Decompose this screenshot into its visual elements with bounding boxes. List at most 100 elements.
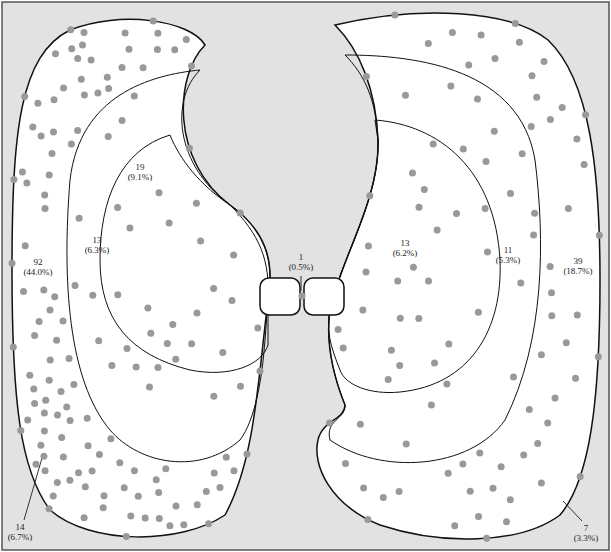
nodule-dot [75,469,82,476]
nodule-dot [154,46,161,53]
nodule-dot [40,453,47,460]
nodule-dot [257,368,264,375]
nodule-dot [154,30,161,37]
nodule-dot [237,210,244,217]
nodule-dot [58,434,65,441]
leader-line [24,458,42,520]
nodule-dot [131,467,138,474]
nodule-dot [366,192,373,199]
nodule-dot [396,488,403,495]
nodule-dot [205,520,212,527]
nodule-dot [397,315,404,322]
nodule-dot [20,288,27,295]
nodule-dot [517,280,524,287]
nodule-dot [365,243,372,250]
nodule-dot [431,360,438,367]
nodule-dot [171,46,178,53]
nodule-dot [169,321,176,328]
nodule-dot [89,292,96,299]
nodule-dot [402,92,409,99]
nodule-dot [68,141,75,148]
nodule-dot [565,205,572,212]
right-lung-outline [317,13,600,539]
nodule-dot [548,289,555,296]
nodule-dot [49,150,56,157]
nodule-dot [40,287,47,294]
nodule-dot [116,459,123,466]
nodule-dot [54,412,61,419]
nodule-dot [526,406,533,413]
nodule-dot [133,364,140,371]
nodule-dot [162,465,169,472]
nodule-dot [548,312,555,319]
nodule-dot [478,31,485,38]
nodule-dot [36,318,43,325]
nodule-dot [29,123,36,130]
nodule-dot [58,388,65,395]
nodule-dot [123,533,130,540]
nodule-dot [453,210,460,217]
bronchus-right [304,278,344,315]
nodule-dot [231,467,238,474]
left-inner-zone-line [100,135,268,372]
nodule-dot [572,375,579,382]
nodule-dot [74,55,81,62]
nodule-dot [460,146,467,153]
nodule-dot [72,282,79,289]
nodule-dot [70,381,77,388]
nodule-dot [24,417,31,424]
nodule-dot [403,441,410,448]
nodule-dot [428,402,435,409]
nodule-dot [415,315,422,322]
nodule-dot [21,93,28,100]
nodule-dot [385,376,392,383]
nodule-dot [140,64,147,71]
nodule-dot [81,514,88,521]
nodule-dot [391,12,398,19]
nodule-dot [46,172,53,179]
nodule-dot [484,248,491,255]
nodule-dot [194,501,201,508]
nodule-dot [107,435,114,442]
nodule-dot [96,451,103,458]
nodule-dot [42,205,49,212]
callout-number: 13 (6.3%) [85,235,110,256]
nodule-dot [483,158,490,165]
nodule-dot [503,518,510,525]
nodule-dot [60,453,67,460]
nodule-dot [492,55,499,62]
nodule-dot [52,50,59,57]
nodule-dot [126,224,133,231]
nodule-dot [451,522,458,529]
nodule-dot [507,190,514,197]
nodule-dot [131,93,138,100]
nodule-dot [194,310,201,317]
nodule-dot [119,117,126,124]
nodule-dot [50,129,57,136]
nodule-dot [30,385,37,392]
nodule-dot [388,347,395,354]
nodule-dot [38,133,45,140]
nodule-dot [50,492,57,499]
nodule-dot [443,381,450,388]
nodule-dot [41,192,48,199]
nodule-dot [552,395,559,402]
nodule-dot [425,40,432,47]
nodule-dot [155,364,162,371]
nodule-dot [520,452,527,459]
nodule-dot [76,215,83,222]
nodule-dot [63,404,70,411]
nodule-dot [53,337,60,344]
nodule-dot [538,480,545,487]
nodule-dot [475,513,482,520]
nodule-dot [41,428,48,435]
nodule-dot [396,362,403,369]
nodule-dot [326,420,333,427]
nodule-dot [188,63,195,70]
nodule-dot [459,460,466,467]
nodule-dot [230,252,237,259]
nodule-dot [219,349,226,356]
nodule-dot [22,242,29,249]
nodule-dot [47,307,54,314]
nodule-dot [574,312,581,319]
